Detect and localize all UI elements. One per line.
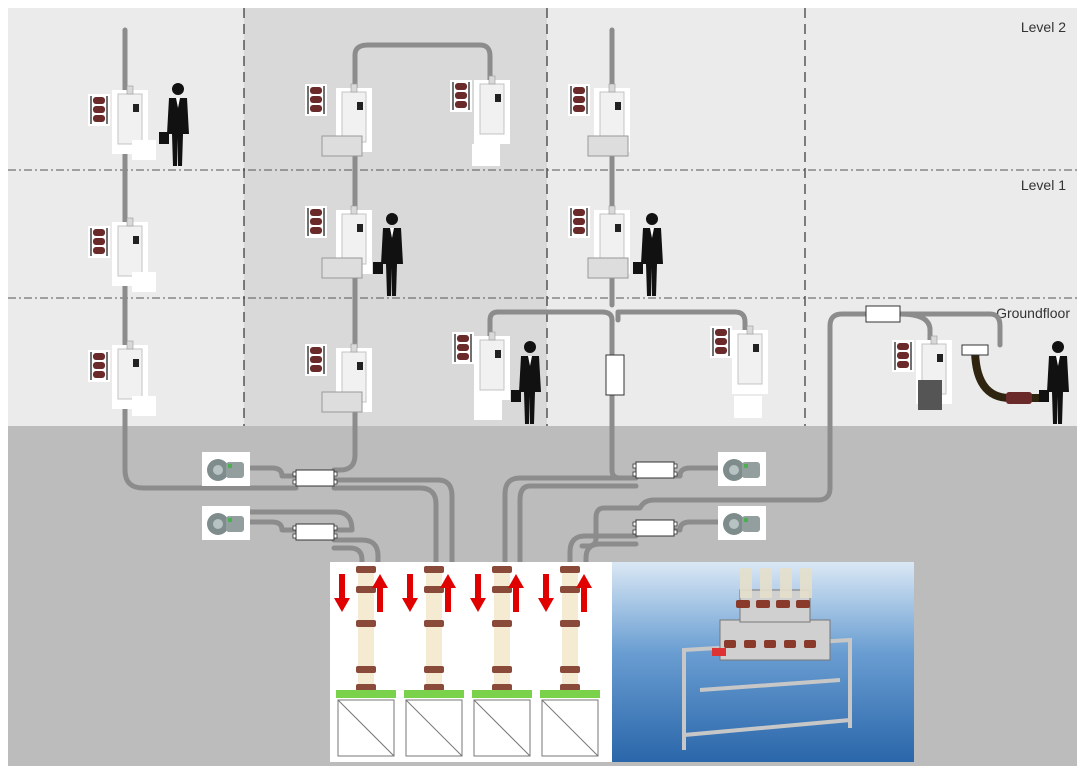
station-col3-ground-right[interactable]: [731, 325, 769, 395]
tray-col3-level2: [587, 135, 629, 157]
transfer-station-schematic: [330, 562, 612, 762]
carrier-rack-col2-ground-b-icon: [451, 331, 475, 365]
carrier-rack-col3-level1-icon: [567, 205, 591, 239]
pipe-network: [122, 27, 1003, 573]
flow-arrow-down-5: [470, 574, 486, 612]
flow-arrow-up-4: [440, 574, 456, 612]
tube-column-1: [356, 566, 376, 696]
carrier-rack-col2-level2-icon: [304, 83, 328, 117]
tube-column-3: [492, 566, 512, 696]
flow-arrow-down-7: [538, 574, 554, 612]
carrier-rack-col1-level1-icon: [87, 225, 111, 259]
diverter-col4: [865, 305, 901, 323]
groundfloor-label: Groundfloor: [996, 305, 1070, 321]
diverter-right-upper-icon: [632, 461, 678, 479]
flow-arrow-down-1: [334, 574, 350, 612]
flow-arrow-up-6: [508, 574, 524, 612]
blower-right-lower-icon: [718, 506, 766, 540]
label-card-col2-ground: [474, 398, 502, 420]
station-col2-level2-right[interactable]: [473, 75, 511, 145]
tray-col2-level2: [321, 135, 363, 157]
label-card-col1-level1: [132, 272, 156, 292]
carrier-stack-col4: [918, 380, 942, 410]
transfer-unit-col3: [605, 354, 625, 396]
label-card-col1-ground: [132, 396, 156, 416]
blower-right-upper-icon: [718, 452, 766, 486]
diverter-left-upper-icon: [292, 469, 338, 487]
label-card-col3-ground: [734, 396, 762, 418]
diverter-right-lower-icon: [632, 519, 678, 537]
carrier-rack-col1-ground-icon: [87, 349, 111, 383]
carrier-in-hose: [1006, 392, 1032, 404]
label-card-col1-level2: [132, 140, 156, 160]
tray-col2-level1: [321, 257, 363, 279]
tube-column-2: [424, 566, 444, 696]
level-1-label: Level 1: [1021, 177, 1066, 193]
blower-left-lower-icon: [202, 506, 250, 540]
station-col2-ground-right[interactable]: [473, 331, 511, 401]
carrier-rack-col1-level2-icon: [87, 93, 111, 127]
tray-col3-level1: [587, 257, 629, 279]
hose-connector-col4: [961, 344, 989, 356]
flow-arrow-down-3: [402, 574, 418, 612]
tube-column-4: [560, 566, 580, 696]
tray-col2-ground: [321, 391, 363, 413]
flow-arrows: [334, 574, 592, 612]
transfer-machine-illustration: [612, 562, 914, 762]
carrier-rack-col2-level1-icon: [304, 205, 328, 239]
carrier-rack-col2-ground-icon: [304, 343, 328, 377]
floor-separators: [8, 169, 1077, 299]
blower-left-upper-icon: [202, 452, 250, 486]
flow-arrow-up-2: [372, 574, 388, 612]
label-card-col2-level2: [472, 144, 500, 166]
flow-arrow-up-8: [576, 574, 592, 612]
carrier-rack-col4-ground-icon: [891, 339, 915, 373]
carrier-rack-col3-level2-icon: [567, 83, 591, 117]
carrier-rack-col3-ground-icon: [709, 325, 733, 359]
carrier-rack-col2-level2b-icon: [449, 79, 473, 113]
diverter-left-lower-icon: [292, 523, 338, 541]
column-separators: [243, 8, 806, 426]
level-2-label: Level 2: [1021, 19, 1066, 35]
